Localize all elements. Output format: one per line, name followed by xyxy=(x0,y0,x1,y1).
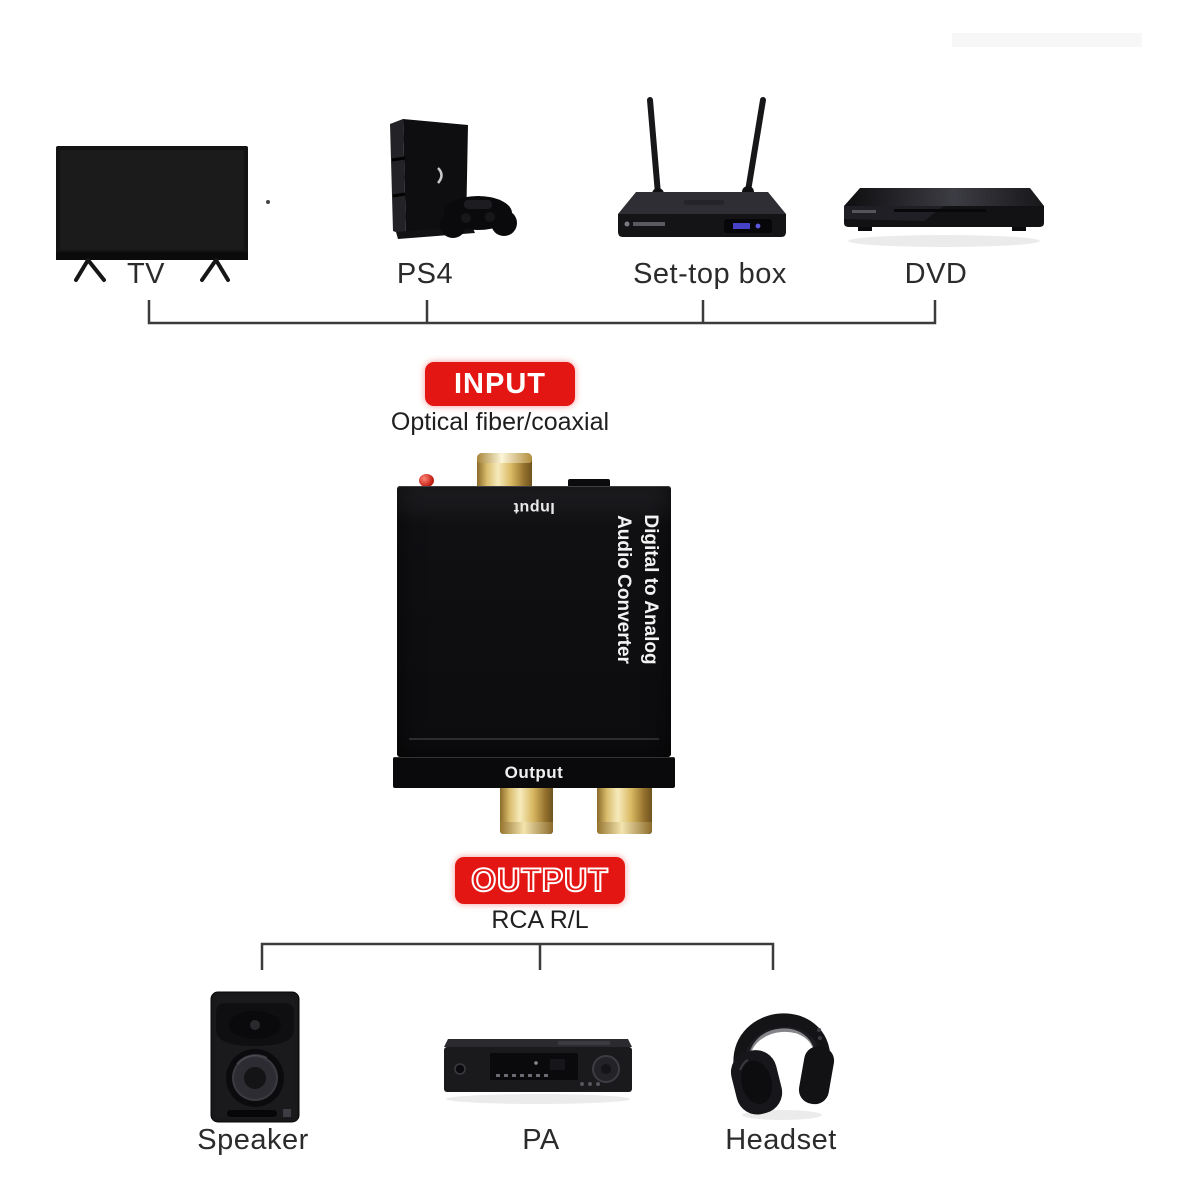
converter-name-line2: Audio Converter xyxy=(613,515,634,664)
ear-cup-left xyxy=(730,1050,783,1115)
input-rca-connector xyxy=(477,453,532,488)
converter-groove xyxy=(409,738,659,740)
converter-output-bar: Output xyxy=(393,757,675,788)
input-bracket xyxy=(147,300,937,325)
output-bracket xyxy=(260,942,775,970)
headband xyxy=(733,1013,831,1074)
output-rca-left xyxy=(500,788,553,834)
antenna-left xyxy=(647,97,661,197)
output-caption: RCA R/L xyxy=(491,906,589,934)
output-badge-text: OUTPUT xyxy=(470,861,609,899)
ps4-image xyxy=(390,119,517,239)
antenna-right xyxy=(745,97,766,194)
converter-body: Input Digital to Analog Audio Converter xyxy=(397,486,671,757)
power-led xyxy=(419,474,434,487)
speaker-image xyxy=(210,991,300,1123)
dvd-top-face xyxy=(844,188,1044,206)
tv-leg-left xyxy=(74,258,106,282)
output-badge: OUTPUT xyxy=(455,857,625,904)
settop-box-image xyxy=(618,97,786,237)
speck-dot xyxy=(266,200,270,204)
bass-port-slot xyxy=(227,1110,277,1117)
label-headset: Headset xyxy=(725,1124,837,1156)
dac-converter-image: Input Digital to Analog Audio Converter … xyxy=(393,448,675,840)
converter-name-text: Digital to Analog Audio Converter xyxy=(608,502,664,677)
label-tv: TV xyxy=(126,258,166,290)
label-pa: PA xyxy=(522,1124,560,1156)
dvd-tray-slot xyxy=(894,209,986,212)
faint-watermark-bar xyxy=(952,33,1142,47)
output-rca-right xyxy=(597,788,652,834)
headset-image xyxy=(730,1013,835,1120)
label-ps4: PS4 xyxy=(396,258,454,290)
label-settop: Set-top box xyxy=(633,258,787,290)
label-speaker: Speaker xyxy=(197,1124,309,1156)
input-badge-text: INPUT xyxy=(454,367,546,400)
ps4-controller xyxy=(440,196,517,238)
ear-cup-right xyxy=(798,1046,835,1105)
input-caption: Optical fiber/coaxial xyxy=(390,408,610,436)
converter-name-line1: Digital to Analog xyxy=(640,514,661,665)
tv-image xyxy=(56,146,248,282)
ps4-front-band xyxy=(390,119,406,236)
converter-output-port-label: Output xyxy=(504,763,564,782)
pa-amplifier-image xyxy=(444,1039,632,1104)
tv-leg-right xyxy=(200,258,230,282)
optical-port xyxy=(568,479,610,487)
dvd-player-image xyxy=(844,188,1044,247)
label-dvd: DVD xyxy=(904,258,968,290)
ps-logo-notch xyxy=(437,167,443,184)
input-badge: INPUT xyxy=(425,362,575,406)
